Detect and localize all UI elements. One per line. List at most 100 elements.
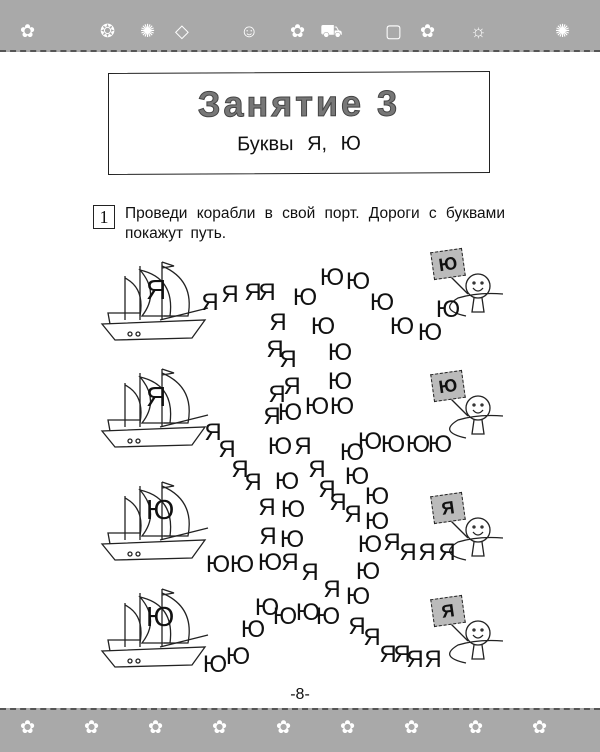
maze-letter: Ю <box>257 549 283 576</box>
maze-letter: Я <box>323 576 341 603</box>
port-girl: Я <box>428 491 504 564</box>
maze-letter: Ю <box>267 433 293 460</box>
flower-icon: ✿ <box>276 717 292 737</box>
ship: Ю <box>100 478 210 563</box>
maze-letter: Ю <box>427 431 453 458</box>
maze-letter: Ю <box>329 393 355 420</box>
maze-letter: Я <box>318 476 336 503</box>
maze-letter: Ю <box>344 463 370 490</box>
maze-letter: Я <box>424 646 442 673</box>
maze-letter: Я <box>399 539 417 566</box>
maze-letter: Я <box>244 469 262 496</box>
ship: Я <box>100 365 210 450</box>
block-icon: ▢ <box>385 21 403 41</box>
maze-letter: Я <box>329 489 347 516</box>
maze-letter: Ю <box>357 428 383 455</box>
maze-letter: Ю <box>319 264 345 291</box>
maze-letter: Ю <box>389 313 415 340</box>
maze-letter: Ю <box>254 594 280 621</box>
maze-letter: Я <box>279 346 297 373</box>
maze-letter: Я <box>308 456 326 483</box>
flower-icon: ✿ <box>84 717 100 737</box>
maze-letter: Ю <box>202 651 228 678</box>
maze-letter: Ю <box>310 313 336 340</box>
maze-letter: Ю <box>357 531 383 558</box>
ship: Ю <box>100 585 210 670</box>
maze-letter: Я <box>383 529 401 556</box>
flower-icon: ✿ <box>404 717 420 737</box>
flower-icon: ✿ <box>420 21 436 41</box>
maze-letter: Ю <box>327 339 353 366</box>
maze-letter: Ю <box>205 551 231 578</box>
maze-letter: Ю <box>240 616 266 643</box>
lesson-title: Занятие 3 <box>197 82 401 125</box>
ship-letter: Ю <box>146 494 175 525</box>
lesson-title-banner: Занятие 3 Буквы Я, Ю <box>108 70 490 176</box>
task-number: 1 <box>93 205 115 229</box>
maze-letter: Ю <box>405 431 431 458</box>
car-icon: ⛟ <box>320 21 343 41</box>
lesson-subtitle: Буквы Я, Ю <box>237 132 361 156</box>
flower-icon: ✿ <box>468 717 484 737</box>
maze-letter: Я <box>301 559 319 586</box>
ladybug-icon: ❂ <box>100 21 116 41</box>
ship-letter: Я <box>146 381 167 412</box>
port-girl: Ю <box>428 247 504 320</box>
maze-letter: Я <box>294 433 312 460</box>
maze-letter: Ю <box>339 439 365 466</box>
ship: Я <box>100 258 210 343</box>
maze-letter: Я <box>344 501 362 528</box>
maze-letter: Ю <box>225 643 251 670</box>
flower-icon: ✿ <box>212 717 228 737</box>
maze-letter: Ю <box>292 284 318 311</box>
maze-letter: Я <box>263 403 281 430</box>
maze-letter: Я <box>269 309 287 336</box>
maze-letter: Я <box>283 373 301 400</box>
maze-letter: Я <box>259 523 277 550</box>
maze-letter: Ю <box>345 268 371 295</box>
ship-letter: Я <box>146 274 167 305</box>
kite-icon: ◇ <box>175 21 189 41</box>
maze-letter: Ю <box>380 431 406 458</box>
maze-letter: Ю <box>315 603 341 630</box>
footer-band <box>0 708 600 752</box>
maze-letter: Ю <box>417 319 443 346</box>
maze-letter: Ю <box>280 496 306 523</box>
maze-letter: Я <box>266 336 284 363</box>
maze-letter: Я <box>348 613 366 640</box>
maze-letter: Ю <box>435 296 461 323</box>
maze-letter: Ю <box>279 526 305 553</box>
flower-icon: ✿ <box>20 717 36 737</box>
maze-letter: Ю <box>229 551 255 578</box>
header-band <box>0 0 600 52</box>
maze-letter: Я <box>418 539 436 566</box>
bee-icon: ✺ <box>555 21 571 41</box>
port-girl: Ю <box>428 369 504 442</box>
port-sign: Ю <box>430 247 466 281</box>
maze-letter: Я <box>406 646 424 673</box>
maze-letter: Ю <box>345 583 371 610</box>
maze-letter: Я <box>218 436 236 463</box>
port-sign: Я <box>430 491 466 525</box>
flower-icon: ✿ <box>148 717 164 737</box>
bee-icon: ✺ <box>140 21 156 41</box>
port-sign: Ю <box>430 369 466 403</box>
maze-letter: Я <box>268 381 286 408</box>
port-sign: Я <box>430 594 466 628</box>
maze-letter: Ю <box>304 393 330 420</box>
flower-icon: ✿ <box>20 21 36 41</box>
flower-icon: ✿ <box>290 21 306 41</box>
maze-letter: Я <box>438 539 456 566</box>
maze-letter: Ю <box>369 289 395 316</box>
maze-letter: Ю <box>277 399 303 426</box>
maze-letter: Я <box>258 494 276 521</box>
maze-letter: Я <box>281 549 299 576</box>
maze-letter: Я <box>363 624 381 651</box>
maze-letter: Я <box>393 641 411 668</box>
sun-icon: ☼ <box>470 21 487 41</box>
maze-letter: Я <box>244 279 262 306</box>
maze-letter: Ю <box>355 558 381 585</box>
maze-letter: Я <box>258 279 276 306</box>
maze-letter: Я <box>379 641 397 668</box>
flower-icon: ✿ <box>340 717 356 737</box>
